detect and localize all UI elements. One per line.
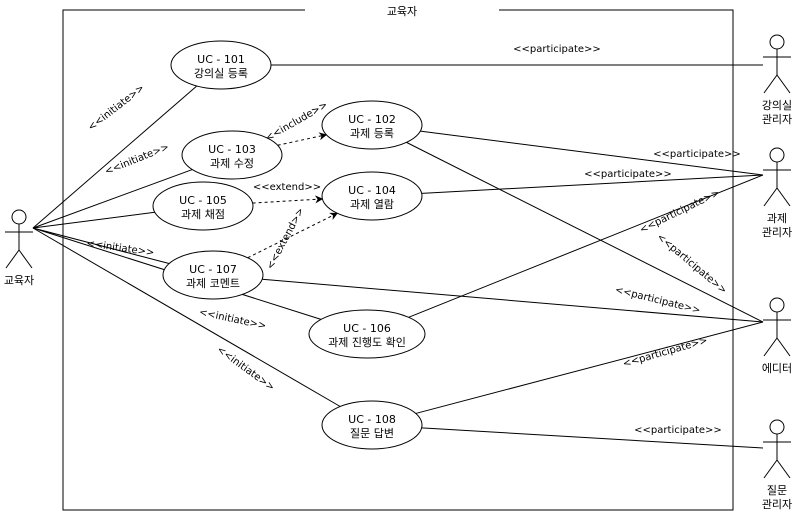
relation-label: <<initiate>> [103,142,170,178]
actor-label: 관리자 [762,498,792,511]
relation-label: <<participate>> [614,285,702,317]
use-case-code: UC - 108 [348,413,396,426]
relation-educator-to-uc101 [32,85,198,229]
relation-label: <<participate>> [513,44,601,55]
relation-label: <<participate>> [653,149,741,160]
use-case-name: 과제 채점 [181,208,225,221]
relation-label: <<initiate>> [198,307,267,332]
relation-educator-to-uc103 [32,169,193,229]
actor-editor[interactable]: 에디터 [762,297,792,375]
use-case-ellipse [152,181,254,231]
relation-uc107-to-uc104 [247,212,338,259]
system-boundary: 교육자 [62,4,734,511]
stick-figure-icon [763,419,791,479]
relation-uc107-to-editor [262,278,764,323]
use-case-code: UC - 106 [343,322,391,335]
relation-uc105-to-uc104 [252,195,324,204]
relation-uc104-to-task_admin [421,174,764,194]
relation-label: <<participate>> [638,188,722,236]
stick-figure-icon [5,209,33,269]
relation-label: <<participate>> [634,425,722,436]
relation-label: <<initiate>> [86,83,147,134]
actor-educator[interactable]: 교육자 [4,209,34,287]
relations-layer [32,64,764,449]
actor-label: 강의실 [762,99,792,112]
use-case-ellipse [162,250,264,300]
use-case-code: UC - 102 [348,113,396,126]
actor-label: 관리자 [762,113,792,126]
relation-educator-to-uc108 [32,227,341,407]
use-case-code: UC - 104 [348,184,396,197]
use-case-ellipse [170,40,272,90]
relation-uc103-to-uc102 [277,132,328,146]
relation-educator-to-uc107 [32,227,170,265]
relation-label: <<participate>> [622,335,709,370]
relation-labels-layer: <<initiate>> <<initiate>> <<initiate>> <<in… [86,44,741,436]
relation-uc108-to-editor [415,321,764,414]
use-case-ellipse [181,130,283,180]
actor-label: 교육자 [4,274,34,287]
use-case-ellipse [321,400,423,450]
stick-figure-icon [763,147,791,207]
use-case-name: 과제 수정 [210,157,254,170]
relation-label: <<extend>> [253,182,321,193]
relation-label: <<include>> [264,100,330,144]
relation-label: <<participate>> [584,169,672,180]
relation-label: <<extend>> [265,206,307,271]
actor-label: 과제 [767,212,787,225]
use-case-name: 과제 코멘트 [186,277,240,290]
relation-uc102-to-editor [406,141,764,323]
use-case-code: UC - 103 [208,143,256,156]
use-case-name: 과제 진행도 확인 [328,336,406,349]
actor-label: 질문 [767,484,787,497]
relation-uc106-to-task_admin [408,174,764,318]
use-case-ellipse [308,309,426,359]
system-title: 교육자 [387,5,417,18]
actor-label: 관리자 [762,226,792,239]
use-case-name: 질문 답변 [350,427,394,440]
actor-label: 에디터 [762,362,792,375]
relation-uc102-to-task_admin [420,130,764,176]
relation-uc108-to-qna_admin [421,427,764,449]
use-case-code: UC - 107 [189,263,237,276]
use-case-code: UC - 105 [179,194,227,207]
relation-educator-to-uc105 [32,211,155,229]
use-case-name: 과제 등록 [350,127,394,140]
stick-figure-icon [763,297,791,357]
use-case-code: UC - 101 [197,53,245,66]
use-case-ellipse [321,171,423,221]
relation-label: <<participate>> [655,232,729,297]
stick-figure-icon [763,34,791,94]
use-case-name: 과제 열람 [350,198,394,211]
use-case-ellipse [321,100,423,150]
use-case-name: 강의실 등록 [194,67,248,80]
